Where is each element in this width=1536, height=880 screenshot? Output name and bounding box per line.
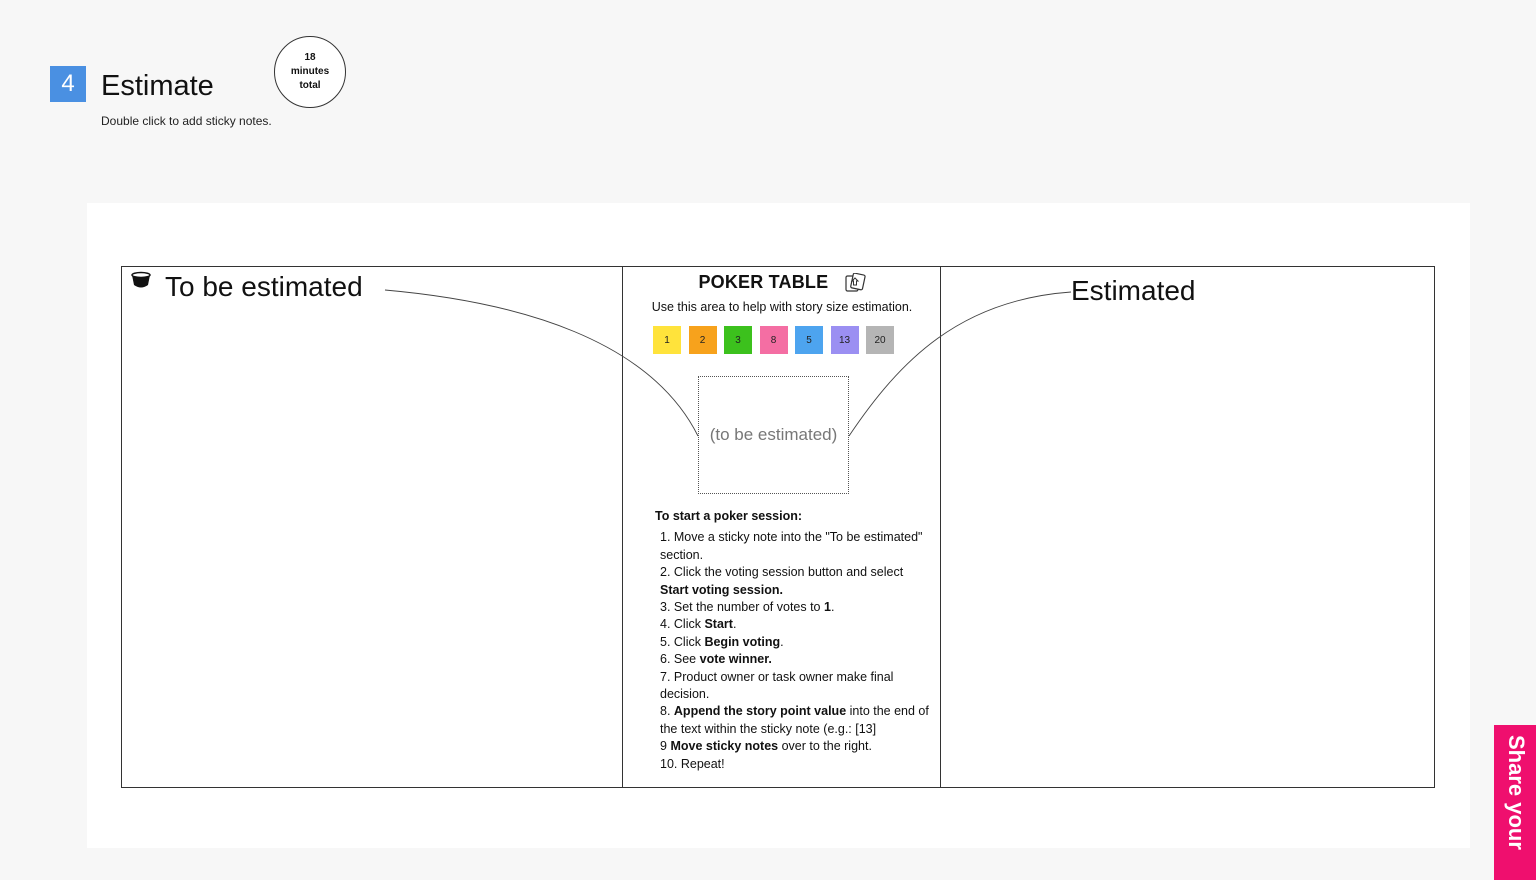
step-number-badge: 4 — [50, 66, 86, 102]
instruction-step: 7. Product owner or task owner make fina… — [660, 669, 930, 704]
estimate-card-1[interactable]: 1 — [653, 326, 681, 354]
estimate-card-2[interactable]: 2 — [688, 326, 717, 354]
instructions-heading: To start a poker session: — [655, 509, 803, 523]
instruction-step-text: 7. Product owner or task owner make fina… — [660, 669, 894, 702]
estimate-card-8[interactable]: 8 — [759, 326, 788, 354]
section-subtitle: Double click to add sticky notes. — [101, 114, 272, 128]
instruction-step: 10. Repeat! — [660, 756, 930, 773]
playing-cards-icon — [844, 273, 866, 292]
instruction-step-text: Append the story point value — [673, 704, 847, 719]
instruction-step-text: over to the right. — [778, 739, 872, 754]
instruction-step-text: 1. Move a sticky note into the "To be es… — [660, 530, 923, 562]
instruction-step-text: vote winner. — [699, 652, 772, 667]
poker-table-label: POKER TABLE — [698, 272, 829, 292]
instruction-step-text: 4. Click — [660, 617, 705, 632]
instruction-step-text: . — [732, 617, 737, 632]
cup-icon — [131, 271, 151, 288]
instruction-step-text: Start — [704, 617, 733, 632]
instruction-step: 8. Append the story point value into the… — [660, 703, 930, 738]
estimate-card-13[interactable]: 13 — [830, 326, 859, 354]
to-be-estimated-heading: To be estimated — [165, 271, 363, 302]
instruction-step-text: 3. Set the number of votes to — [660, 600, 824, 615]
poker-instructions: To start a poker session: 1. Move a stic… — [655, 508, 930, 773]
estimation-drop-zone[interactable]: (to be estimated) — [698, 376, 849, 494]
instruction-step-text: 9 — [660, 739, 671, 754]
instruction-step-text: 10. Repeat! — [660, 756, 725, 771]
instruction-step: 6. See vote winner. — [660, 651, 930, 668]
instruction-step-text: 1 — [823, 600, 831, 615]
instruction-step-text: 8. — [660, 704, 674, 719]
estimate-card-5[interactable]: 5 — [795, 326, 823, 354]
share-tab-label: Share your — [1504, 735, 1529, 850]
instruction-step: 9 Move sticky notes over to the right. — [660, 738, 930, 755]
column-divider-right — [940, 266, 941, 788]
poker-table-description: Use this area to help with story size es… — [651, 300, 913, 314]
instruction-step-text: 2. Click the voting session button and s… — [660, 565, 904, 580]
timer-value: 18 — [304, 52, 316, 63]
timer-suffix: total — [299, 80, 321, 91]
poker-table-title: POKER TABLE — [623, 272, 941, 293]
share-feedback-tab[interactable]: Share your — [1494, 725, 1536, 880]
instructions-steps: 1. Move a sticky note into the "To be es… — [655, 529, 930, 773]
instruction-step-text: 5. Click — [660, 634, 705, 649]
instruction-step: 4. Click Start. — [660, 616, 930, 633]
instruction-step-text: 6. See — [660, 652, 700, 667]
instruction-step-text: Begin voting — [704, 634, 781, 649]
instruction-step-text: Move sticky notes — [670, 739, 779, 754]
instruction-step-text: . — [780, 634, 784, 649]
instruction-step-text: Start voting session. — [660, 582, 783, 597]
instruction-step: 2. Click the voting session button and s… — [660, 564, 930, 599]
estimate-card-20[interactable]: 20 — [866, 326, 894, 354]
estimate-card-3[interactable]: 3 — [724, 326, 752, 354]
timer-badge: 18 minutes total — [274, 36, 346, 108]
drop-zone-placeholder: (to be estimated) — [709, 425, 838, 444]
column-divider-left — [622, 266, 623, 788]
instruction-step: 1. Move a sticky note into the "To be es… — [660, 529, 930, 564]
instruction-step: 5. Click Begin voting. — [660, 634, 930, 651]
instruction-step-text: into the end of the text within the stic… — [660, 704, 929, 736]
section-title: Estimate — [101, 70, 214, 102]
instruction-step: 3. Set the number of votes to 1. — [660, 599, 930, 616]
estimated-heading: Estimated — [1071, 275, 1196, 306]
timer-unit: minutes — [290, 66, 330, 77]
instruction-step-text: . — [830, 600, 835, 615]
